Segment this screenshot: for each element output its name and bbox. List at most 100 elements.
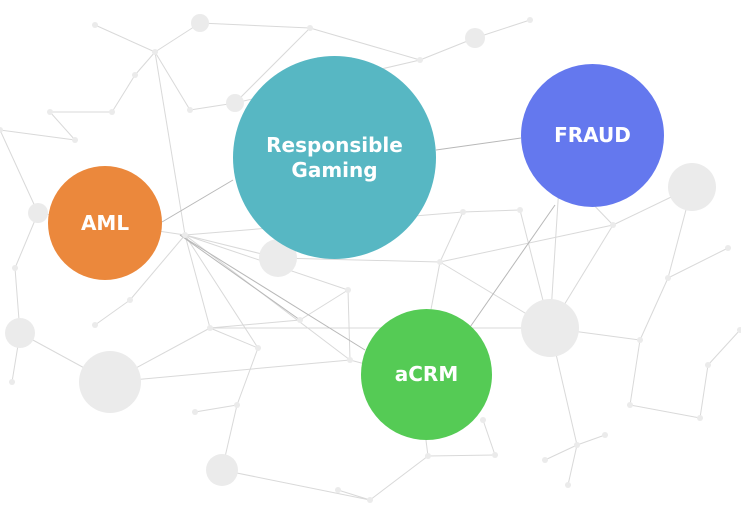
network-dot xyxy=(0,127,3,133)
network-dot xyxy=(627,402,633,408)
network-link xyxy=(667,247,729,279)
network-dot xyxy=(425,453,431,459)
network-link xyxy=(347,289,351,361)
network-dot xyxy=(297,317,303,323)
fraud-label: FRAUD xyxy=(554,123,631,147)
network-dot xyxy=(737,327,741,333)
network-link xyxy=(369,455,429,501)
network-link xyxy=(221,469,371,501)
network-link xyxy=(49,111,76,141)
network-link xyxy=(154,51,186,236)
network-link xyxy=(699,364,709,419)
network-link xyxy=(111,74,136,113)
network-dot xyxy=(665,275,671,281)
network-dot xyxy=(705,362,711,368)
network-dot xyxy=(725,245,731,251)
network-link xyxy=(209,319,301,329)
network-dot xyxy=(5,318,35,348)
network-dot xyxy=(187,107,193,113)
network-link xyxy=(184,234,259,349)
node-connection xyxy=(179,234,301,321)
network-dot xyxy=(480,417,486,423)
network-dot xyxy=(542,457,548,463)
network-dot xyxy=(255,345,261,351)
network-link xyxy=(309,27,421,61)
network-dot xyxy=(109,109,115,115)
network-dot xyxy=(72,137,78,143)
network-dot xyxy=(9,379,15,385)
network-dot xyxy=(565,482,571,488)
network-dot xyxy=(127,297,133,303)
network-link xyxy=(629,404,701,419)
network-link xyxy=(209,327,259,349)
network-dot xyxy=(527,17,533,23)
network-link xyxy=(427,454,496,457)
network-dot xyxy=(517,207,523,213)
network-link xyxy=(576,434,606,446)
network-link xyxy=(129,234,186,301)
responsible-gaming-node[interactable]: Responsible Gaming xyxy=(233,56,436,259)
network-link xyxy=(439,224,614,263)
network-dot xyxy=(637,337,643,343)
responsible-gaming-label-line1: Responsible xyxy=(266,132,403,157)
aml-label: AML xyxy=(80,210,130,235)
network-link xyxy=(199,22,311,29)
network-link xyxy=(299,289,349,321)
network-link xyxy=(236,347,259,406)
network-dot xyxy=(465,28,485,48)
network-link xyxy=(234,27,311,104)
network-link xyxy=(707,329,741,366)
acrm-node[interactable]: aCRM xyxy=(361,309,492,440)
network-dot xyxy=(152,49,158,55)
node-connection xyxy=(179,234,366,351)
network-dot xyxy=(521,299,579,357)
network-dot xyxy=(234,402,240,408)
network-dot xyxy=(47,109,53,115)
network-dot xyxy=(574,442,580,448)
network-link xyxy=(134,51,156,76)
network-dot xyxy=(79,351,141,413)
network-dot xyxy=(259,239,297,277)
network-dot xyxy=(207,325,213,331)
network-dot xyxy=(417,57,423,63)
network-dot xyxy=(307,25,313,31)
network-link xyxy=(194,404,238,413)
network-dot xyxy=(610,222,616,228)
aml-node[interactable]: AML xyxy=(48,166,162,280)
network-link xyxy=(109,359,351,383)
network-link xyxy=(567,444,578,486)
network-dot xyxy=(191,14,209,32)
network-dot xyxy=(132,72,138,78)
network-link xyxy=(482,419,496,456)
network-dot xyxy=(492,452,498,458)
network-dot xyxy=(192,409,198,415)
network-link xyxy=(277,257,441,263)
network-dot xyxy=(367,497,373,503)
fraud-node[interactable]: FRAUD xyxy=(521,64,664,207)
network-link xyxy=(94,24,156,53)
node-connection xyxy=(467,204,556,331)
node-connection xyxy=(435,137,522,151)
network-link xyxy=(439,211,464,263)
network-link xyxy=(337,489,371,501)
network-dot xyxy=(92,322,98,328)
network-dot xyxy=(345,287,351,293)
network-dot xyxy=(697,415,703,421)
network-dot xyxy=(12,265,18,271)
network-link xyxy=(629,339,641,406)
network-link xyxy=(154,51,191,111)
network-dot xyxy=(347,357,353,363)
network-dot xyxy=(335,487,341,493)
network-dot xyxy=(460,209,466,215)
network-dot xyxy=(602,432,608,438)
network-dot xyxy=(668,163,716,211)
network-link xyxy=(0,129,39,214)
network-link xyxy=(639,277,669,341)
network-dot xyxy=(437,259,443,265)
network-dot xyxy=(92,22,98,28)
network-link xyxy=(184,234,211,329)
network-dot xyxy=(206,454,238,486)
network-link xyxy=(0,129,76,141)
